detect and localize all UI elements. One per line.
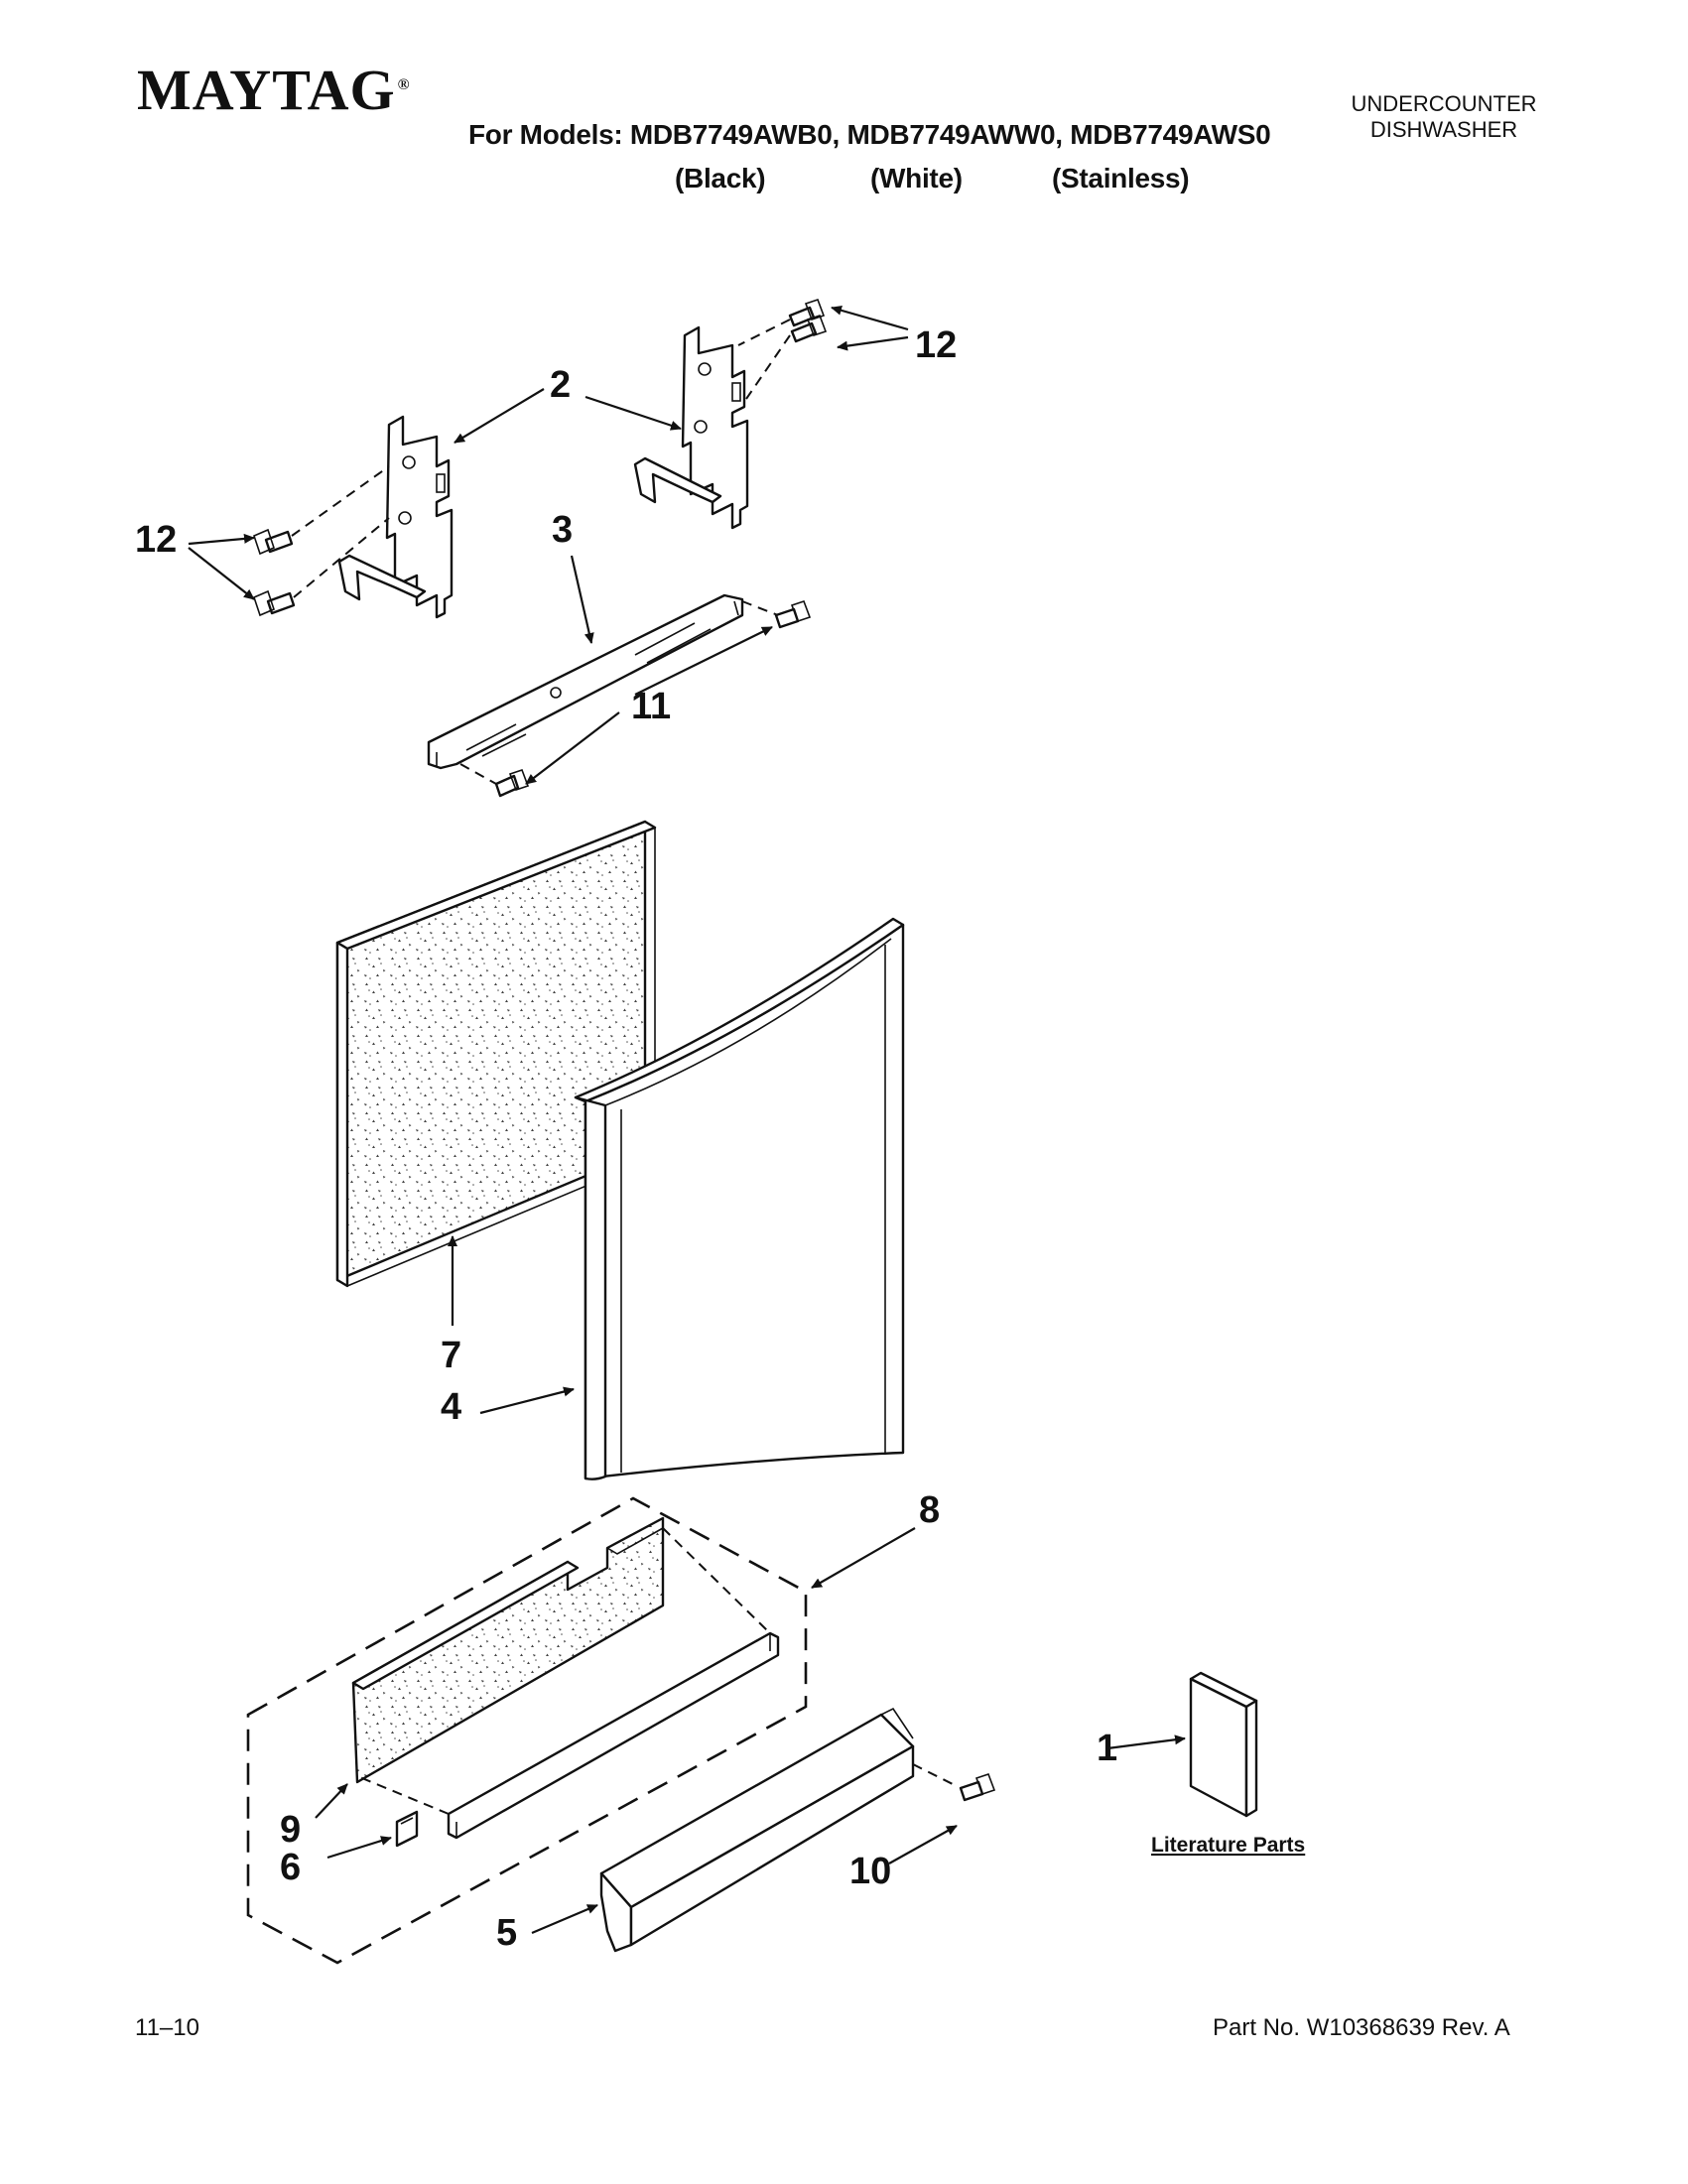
- date-code: 11–10: [135, 2014, 199, 2041]
- callout-5: 5: [496, 1912, 517, 1954]
- color-white: (White): [870, 163, 963, 193]
- kit-boundary-8: [246, 1496, 808, 1965]
- literature-parts-label: Literature Parts: [1151, 1834, 1305, 1857]
- brand-logo: MAYTAG®: [137, 62, 411, 119]
- color-black: (Black): [675, 163, 766, 193]
- door-hinge-bracket-right: [633, 325, 749, 530]
- screw-11b: [459, 763, 530, 798]
- callout-11: 11: [631, 686, 671, 727]
- screw-12b: [745, 314, 828, 400]
- literature-booklet: [1189, 1671, 1258, 1818]
- toe-panel: [599, 1707, 958, 1953]
- callout-6: 6: [280, 1847, 301, 1888]
- models-line: For Models: MDB7749AWB0, MDB7749AWW0, MD…: [468, 119, 1271, 150]
- category-line-2: DISHWASHER: [1369, 117, 1518, 142]
- screw-11a: [741, 599, 812, 629]
- callout-4: 4: [441, 1386, 461, 1428]
- registered-mark: ®: [397, 75, 411, 93]
- access-panel-strip: [356, 1527, 780, 1840]
- leader-lines: [188, 305, 1186, 1935]
- category-line-1: UNDERCOUNTER: [1351, 91, 1537, 116]
- callout-8: 8: [919, 1489, 940, 1531]
- callout-12-top: 12: [915, 324, 957, 366]
- callout-12-left: 12: [135, 519, 177, 561]
- toe-panel-insulation: [351, 1516, 665, 1784]
- callout-7: 7: [441, 1335, 461, 1376]
- screw-10: [959, 1772, 996, 1802]
- part-number: Part No. W10368639 Rev. A: [1213, 2014, 1510, 2041]
- access-panel-clip: [395, 1810, 419, 1848]
- hinge-support-bar: [427, 593, 744, 770]
- outer-door-panel: [574, 917, 905, 1480]
- color-stainless: (Stainless): [1052, 163, 1190, 193]
- door-hinge-bracket-left: [337, 415, 454, 619]
- callout-2: 2: [550, 364, 571, 406]
- callout-3: 3: [552, 509, 573, 551]
- callout-9: 9: [280, 1809, 301, 1851]
- screw-12c: [253, 465, 390, 556]
- callout-1: 1: [1097, 1728, 1117, 1769]
- brand-name: MAYTAG: [137, 58, 396, 122]
- callout-10: 10: [849, 1851, 891, 1892]
- screw-12a: [737, 298, 826, 346]
- product-category: UNDERCOUNTER DISHWASHER: [1310, 91, 1578, 143]
- screw-12d: [253, 517, 390, 617]
- door-insulation-blanket: [335, 820, 657, 1288]
